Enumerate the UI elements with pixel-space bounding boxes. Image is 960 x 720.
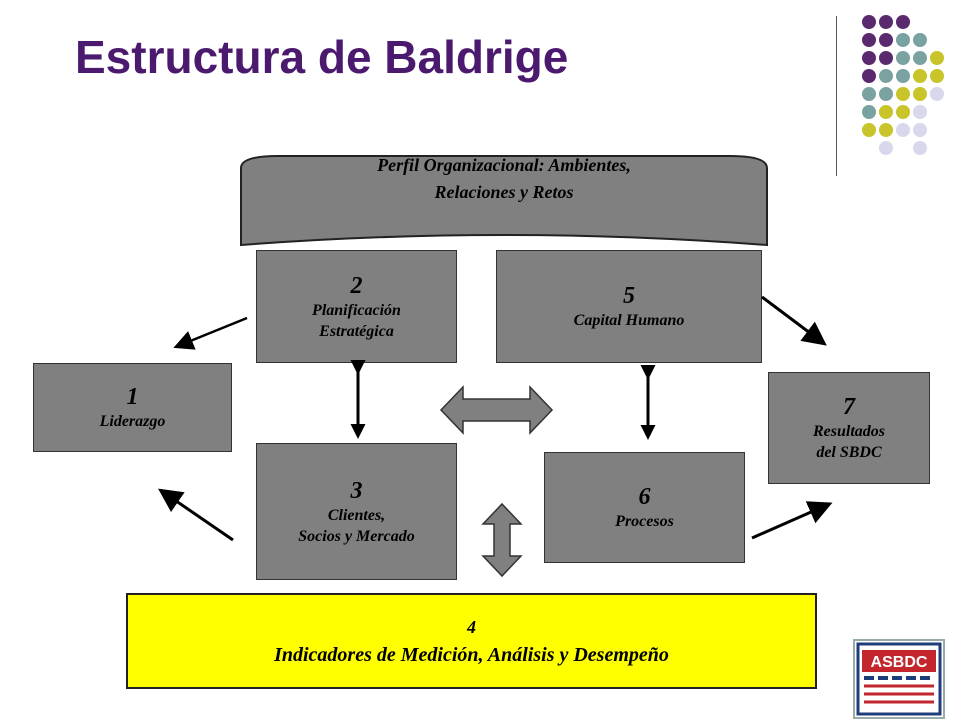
dot-row-1	[862, 15, 910, 29]
box-4-number: 4	[467, 617, 476, 637]
box-6-label: Procesos	[615, 513, 674, 530]
arrow-3-to-1	[158, 488, 234, 542]
dot-row-7	[862, 123, 927, 137]
dot-row-3	[862, 51, 944, 65]
box-2-number: 2	[350, 272, 363, 299]
dot-row-8	[879, 141, 927, 155]
logo-text: ASBDC	[871, 654, 928, 671]
page-title: Estructura de Baldrige	[75, 31, 569, 83]
dot-row-2	[862, 33, 927, 47]
decorative-divider	[836, 16, 837, 176]
dot-row-5	[862, 87, 944, 101]
arrow-6-to-7	[751, 501, 833, 540]
arrow-5-to-7	[761, 295, 827, 346]
box-7-number: 7	[843, 394, 855, 420]
arrow-2-to-1	[173, 316, 248, 350]
box-4-label: Indicadores de Medición, Análisis y Dese…	[274, 644, 669, 666]
box-3-customers: 3 Clientes,Socios y Mercado	[256, 443, 457, 580]
box-1-number: 1	[126, 384, 139, 410]
box-1-label: Liderazgo	[99, 413, 166, 430]
box-1-leadership: 1 Liderazgo	[33, 363, 232, 452]
box-4-measurement: 4 Indicadores de Medición, Análisis y De…	[126, 593, 817, 689]
box-3-label: Clientes,Socios y Mercado	[298, 506, 415, 545]
asbdc-logo: ASBDC	[842, 632, 960, 720]
block-arrow-horizontal	[439, 385, 554, 435]
box-5-human-capital: 5 Capital Humano	[496, 250, 762, 363]
profile-banner-text: Perfil Organizacional: Ambientes, Relaci…	[238, 152, 770, 206]
banner-line-1: Perfil Organizacional: Ambientes,	[377, 155, 631, 175]
decorative-dot-grid	[862, 15, 944, 155]
profile-banner-shape	[240, 155, 768, 247]
block-arrow-vertical	[481, 502, 523, 578]
banner-line-2: Relaciones y Retos	[434, 182, 574, 202]
box-6-processes: 6 Procesos	[544, 452, 745, 563]
box-3-number: 3	[350, 477, 363, 504]
box-6-number: 6	[638, 484, 651, 510]
dot-row-4	[862, 69, 944, 83]
box-5-label: Capital Humano	[573, 312, 685, 329]
box-5-number: 5	[623, 283, 635, 309]
dot-row-6	[862, 105, 927, 119]
